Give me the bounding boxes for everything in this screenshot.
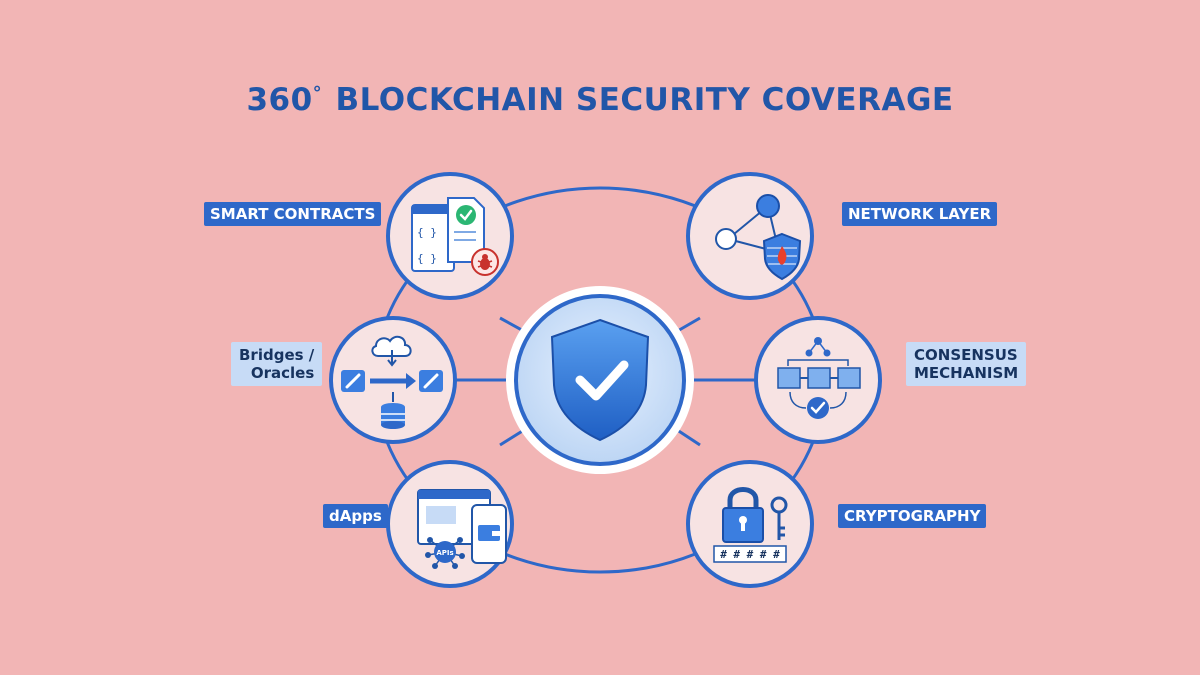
arrow-right-icon [370, 373, 416, 389]
mobile-wallet-icon [471, 504, 507, 564]
link-icon-left [341, 370, 365, 392]
network-nodes-icon [715, 194, 780, 251]
consensus-node [754, 316, 882, 444]
label-network-layer: NETWORK LAYER [842, 202, 998, 226]
hash-boxes-icon: # # # # # [713, 545, 787, 563]
dapps-node: APIs [386, 460, 514, 588]
block-chain-icon [777, 359, 861, 389]
cloud-icon [371, 335, 412, 367]
code-brace-2: { } [417, 252, 437, 265]
network-layer-node [686, 172, 814, 300]
apis-text: APIs [436, 549, 453, 557]
label-consensus: CONSENSUS MECHANISM [906, 342, 1027, 386]
label-bridges-line2: Oracles [250, 364, 315, 382]
firewall-shield-icon [762, 232, 802, 281]
database-icon [381, 392, 405, 429]
page-title: 360° BLOCKCHAIN SECURITY COVERAGE [0, 82, 1200, 118]
center-shield-node [506, 286, 694, 474]
title-main: BLOCKCHAIN SECURITY COVERAGE [335, 82, 954, 118]
title-prefix: 360 [246, 82, 313, 118]
label-consensus-line2: MECHANISM [914, 364, 1019, 382]
degree-symbol: ° [312, 82, 323, 104]
key-icon [770, 496, 788, 540]
check-circle-icon [456, 205, 476, 225]
cryptography-node: # # # # # [686, 460, 814, 588]
bridges-oracles-node [329, 316, 457, 444]
hash-text: # # # # # [720, 548, 780, 561]
padlock-icon [722, 487, 764, 543]
node-tree-icon [805, 337, 831, 357]
smart-contracts-node: { } { } [386, 172, 514, 300]
label-smart-contracts: SMART CONTRACTS [204, 202, 382, 226]
label-bridges-oracles: Bridges / Oracles [231, 342, 323, 386]
api-hub-icon: APIs [425, 537, 465, 569]
label-dapps: dApps [323, 504, 388, 528]
label-bridges-line1: Bridges / [239, 346, 315, 364]
link-icon-right [419, 370, 443, 392]
label-cryptography: CRYPTOGRAPHY [838, 504, 987, 528]
check-badge-icon [789, 391, 847, 419]
bug-icon [471, 248, 499, 276]
shield-check-icon [550, 318, 650, 442]
label-consensus-line1: CONSENSUS [914, 346, 1018, 364]
code-brace-1: { } [417, 226, 437, 239]
